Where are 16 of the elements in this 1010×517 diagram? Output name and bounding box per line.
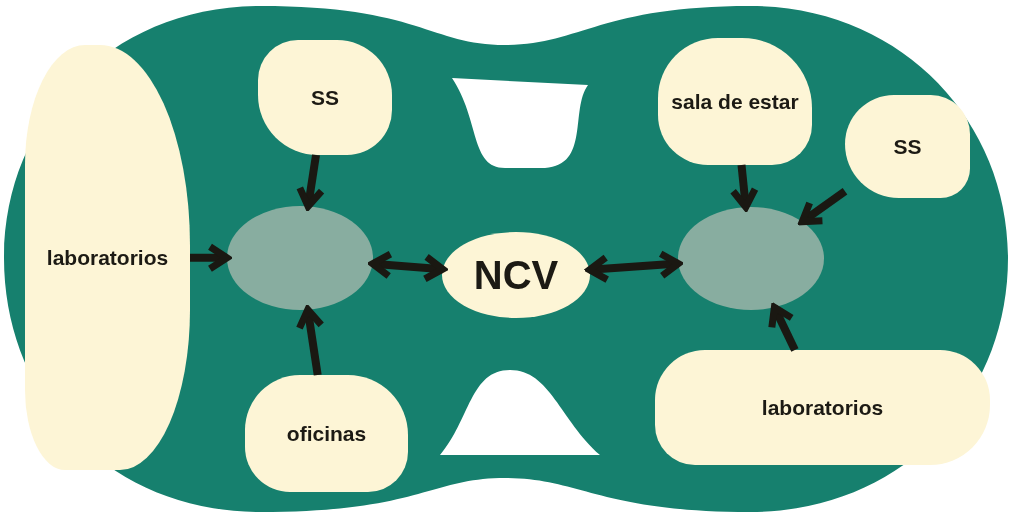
room-label: laboratorios — [761, 395, 884, 420]
room-area — [655, 350, 990, 465]
arrow — [295, 306, 325, 376]
room-label: laboratorios — [46, 245, 169, 270]
room-label: SS — [893, 134, 922, 159]
arrow — [586, 250, 682, 284]
arrow — [729, 164, 759, 211]
room-label: oficinas — [286, 421, 367, 446]
arrow — [369, 250, 447, 283]
arrow — [190, 243, 231, 273]
arrow — [798, 187, 848, 226]
room-label: sala de estar — [671, 89, 799, 114]
arrow — [768, 303, 799, 352]
room-label: SS — [311, 85, 339, 110]
room-label: NCV — [473, 253, 559, 297]
arrow — [296, 154, 326, 210]
